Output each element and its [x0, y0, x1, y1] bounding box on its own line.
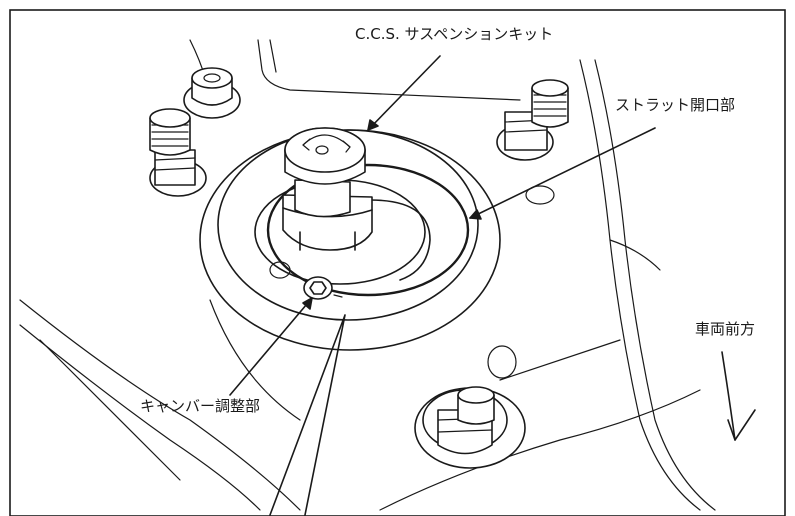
leader-strut-opening: [469, 127, 656, 219]
body-panel-lines: [19, 39, 716, 511]
mounting-hole-right: [525, 185, 555, 205]
strut-tower: [199, 129, 501, 351]
nut-upper-center: [183, 67, 241, 119]
leader-camber: [229, 297, 313, 396]
stud-bolt-lower-right: [414, 386, 526, 469]
ccs-suspension-kit: [282, 127, 373, 251]
vehicle-front-arrow-icon: [721, 351, 756, 441]
label-ccs-kit: C.C.S. サスペンションキット: [355, 25, 553, 43]
diagram-frame: [9, 9, 786, 516]
strut-opening-edge: [266, 163, 470, 297]
stud-bolt-upper-right: [496, 79, 569, 161]
label-vehicle-front: 車両前方: [695, 320, 755, 338]
label-strut-opening: ストラット開口部: [615, 96, 735, 114]
leader-ccs-kit: [367, 55, 441, 131]
label-camber-adjuster: キャンバー調整部: [140, 397, 260, 415]
camber-adjust-bolt: [269, 261, 343, 300]
stud-bolt-upper-left: [149, 108, 207, 197]
mounting-hole-lower: [487, 345, 517, 379]
leader-extra: [269, 314, 346, 516]
leader-lines: [229, 55, 656, 516]
